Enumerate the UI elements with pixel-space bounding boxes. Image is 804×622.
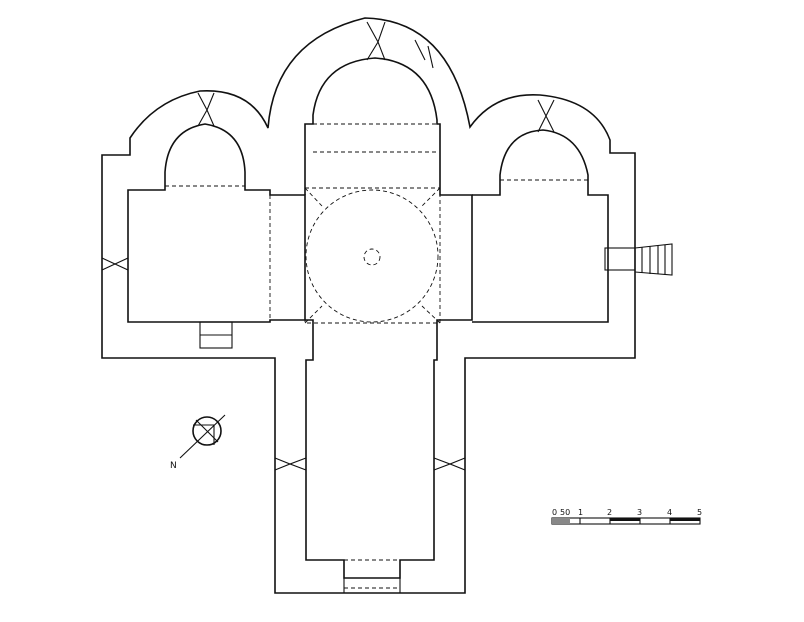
scale-label-2: 2: [607, 508, 612, 517]
doorways: [199, 321, 401, 593]
vault-lines: [165, 123, 588, 561]
north-label: N: [170, 461, 177, 471]
scale-label-50: 50: [560, 508, 570, 517]
scale-label-1: 1: [578, 508, 583, 517]
scale-label-0: 0: [552, 508, 557, 517]
inner-walls: [127, 57, 609, 579]
north-arrow: N: [170, 414, 226, 471]
scale-bar: 0 50 1 2 3 4 5: [551, 508, 702, 525]
window-slits: [101, 21, 555, 471]
scale-label-3: 3: [637, 508, 642, 517]
south-entrance-steps: [604, 243, 673, 276]
scale-label-5: 5: [697, 508, 702, 517]
scale-label-4: 4: [667, 508, 672, 517]
outer-wall: [101, 17, 636, 594]
